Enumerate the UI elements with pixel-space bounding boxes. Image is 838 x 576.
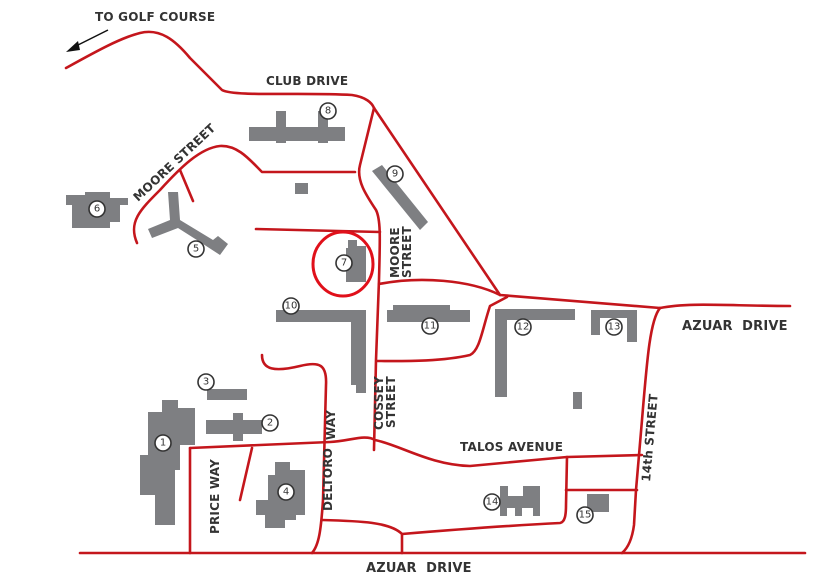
label-moore-line2: STREET xyxy=(400,226,414,278)
building-7 xyxy=(346,240,366,282)
label-talos-avenue: TALOS AVENUE xyxy=(460,440,563,454)
svg-text:14: 14 xyxy=(486,497,499,508)
svg-text:6: 6 xyxy=(94,204,100,215)
label-moore-line1: MOORE xyxy=(388,227,402,278)
marker-15[interactable]: 15 xyxy=(576,506,594,524)
svg-text:15: 15 xyxy=(579,510,592,521)
marker-14[interactable]: 14 xyxy=(483,493,501,511)
marker-7[interactable]: 7 xyxy=(335,254,353,272)
building-2 xyxy=(206,413,262,441)
building-5 xyxy=(148,192,228,255)
road-14th-street xyxy=(620,306,662,555)
road-club-drive-east xyxy=(372,106,502,297)
marker-8[interactable]: 8 xyxy=(319,102,337,120)
road-azuar-drive-east xyxy=(658,303,792,310)
building-8 xyxy=(249,111,345,143)
svg-text:8: 8 xyxy=(325,106,331,117)
svg-text:1: 1 xyxy=(160,438,166,449)
building-9 xyxy=(372,165,428,230)
label-to-golf-course: TO GOLF COURSE xyxy=(95,10,215,24)
label-price-way: PRICE WAY xyxy=(208,459,222,534)
road-deltoro-way xyxy=(260,353,328,555)
road-south-loop xyxy=(320,455,569,536)
road-loop-11 xyxy=(375,295,509,363)
svg-text:10: 10 xyxy=(285,301,298,312)
label-deltoro-way: WAY xyxy=(324,410,338,440)
roads xyxy=(64,30,807,555)
svg-text:4: 4 xyxy=(283,487,289,498)
building-10 xyxy=(276,310,366,393)
buildings xyxy=(66,111,637,528)
marker-3[interactable]: 3 xyxy=(197,373,215,391)
road-spur-price xyxy=(238,446,254,502)
svg-text:12: 12 xyxy=(517,322,530,333)
svg-text:5: 5 xyxy=(193,244,199,255)
label-club-drive: CLUB DRIVE xyxy=(266,74,348,88)
label-moore-street-west: MOORE STREET xyxy=(130,121,218,205)
label-azuar-drive-south: AZUAR DRIVE xyxy=(366,561,472,576)
road-talos-avenue xyxy=(188,436,644,468)
building-1 xyxy=(140,400,195,525)
label-cossey-line1: COSSEY xyxy=(372,376,386,430)
svg-text:9: 9 xyxy=(392,169,398,180)
svg-text:13: 13 xyxy=(608,322,621,333)
svg-text:2: 2 xyxy=(267,418,273,429)
marker-2[interactable]: 2 xyxy=(261,414,279,432)
marker-5[interactable]: 5 xyxy=(187,240,205,258)
marker-1[interactable]: 1 xyxy=(154,434,172,452)
marker-13[interactable]: 13 xyxy=(605,318,623,336)
label-cossey-line2: STREET xyxy=(384,376,398,428)
building-15 xyxy=(587,494,609,512)
building-11 xyxy=(387,305,470,322)
building-markers: 1 2 3 4 5 6 7 8 9 10 11 12 13 14 15 xyxy=(88,102,623,524)
road-to-golf-course xyxy=(64,30,376,110)
marker-12[interactable]: 12 xyxy=(514,318,532,336)
road-spur xyxy=(178,168,195,203)
building-small-a xyxy=(295,183,308,194)
road-lane xyxy=(254,227,382,234)
highlight-circle xyxy=(311,230,375,298)
marker-4[interactable]: 4 xyxy=(277,483,295,501)
building-small-b xyxy=(573,392,582,409)
road-moore-street-west xyxy=(132,144,357,245)
marker-10[interactable]: 10 xyxy=(282,297,300,315)
building-13 xyxy=(591,310,637,342)
road-north-loop xyxy=(377,278,662,310)
building-12 xyxy=(495,309,575,397)
label-deltoro: DELTORO xyxy=(321,448,335,511)
marker-11[interactable]: 11 xyxy=(421,317,439,335)
building-14 xyxy=(500,486,540,516)
marker-9[interactable]: 9 xyxy=(386,165,404,183)
arrow-left-icon xyxy=(66,29,109,52)
road-moore-street-north xyxy=(357,106,382,452)
building-3 xyxy=(207,389,247,400)
svg-text:11: 11 xyxy=(424,321,437,332)
marker-6[interactable]: 6 xyxy=(88,200,106,218)
street-labels: TO GOLF COURSE CLUB DRIVE MOORE STREET M… xyxy=(95,10,788,576)
svg-text:7: 7 xyxy=(341,258,347,269)
svg-text:3: 3 xyxy=(203,377,209,388)
label-azuar-drive-east: AZUAR DRIVE xyxy=(682,319,788,334)
